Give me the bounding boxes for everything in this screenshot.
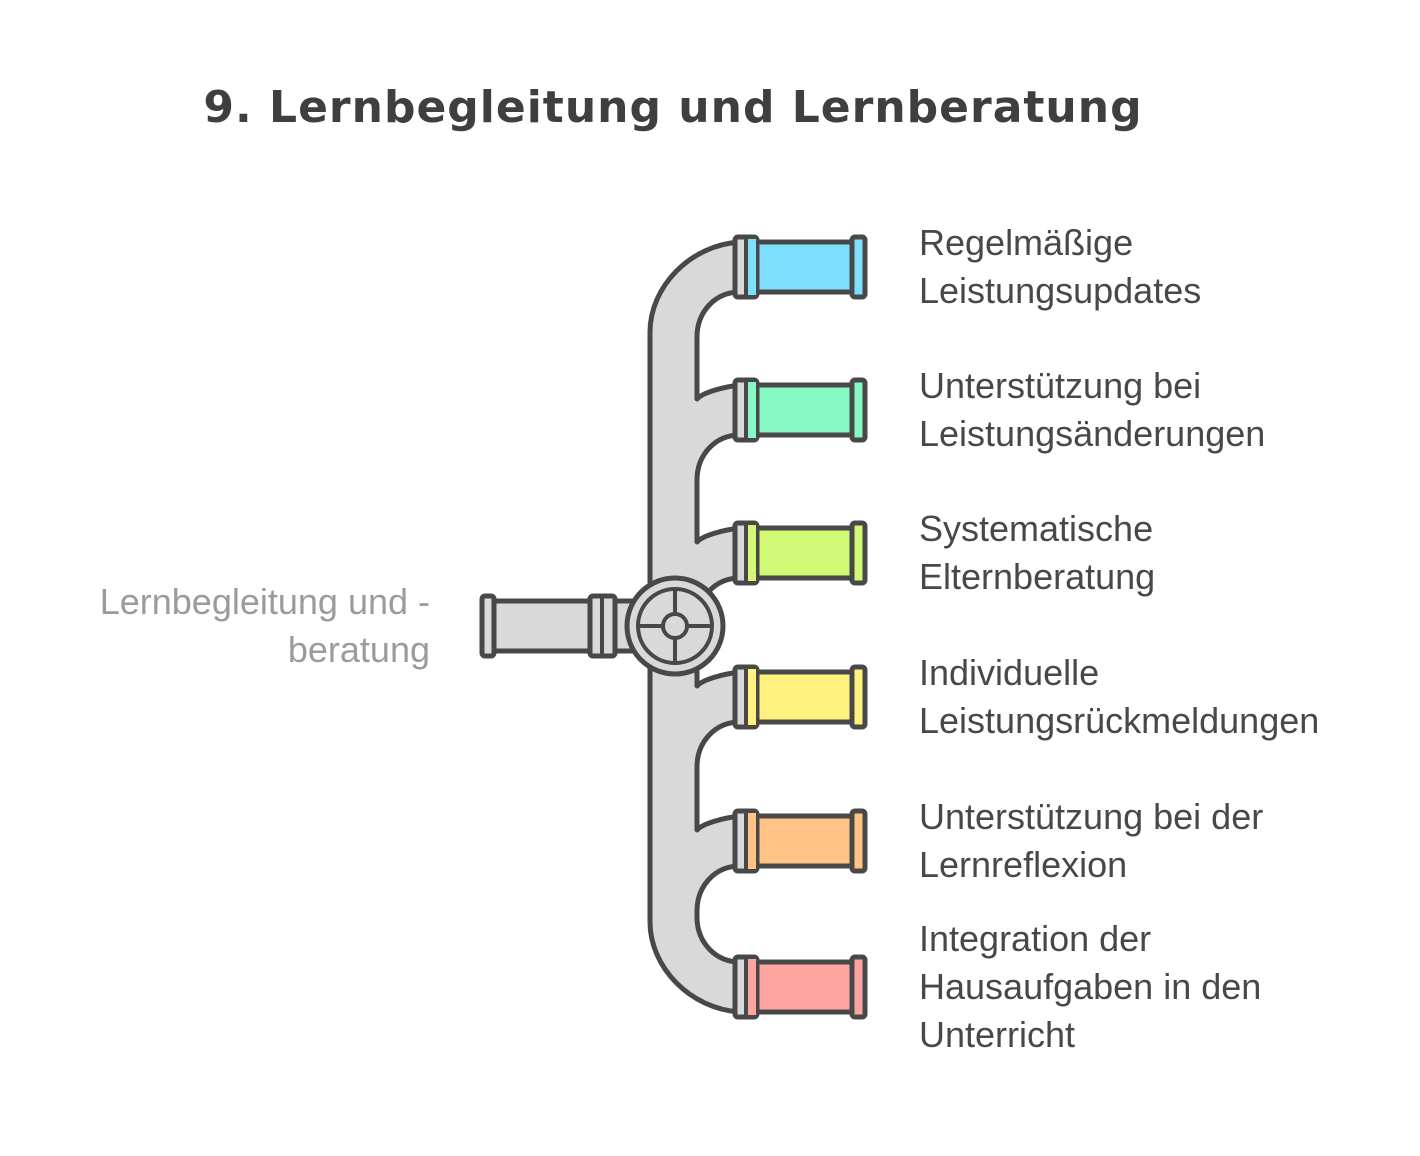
output-pipe-flange-color: [747, 382, 756, 438]
output-pipe-flange-color: [747, 669, 756, 725]
output-pipe: [752, 525, 858, 581]
output-label: Individuelle Leistungsrückmeldungen: [919, 652, 1320, 741]
source-pipe: [487, 598, 598, 654]
output-label: Integration der Hausaufgaben in den Unte…: [919, 918, 1262, 1055]
output-pipe: [752, 382, 858, 438]
output-pipe-flange-color: [747, 239, 756, 295]
output-label: Regelmäßige Leistungsupdates: [919, 222, 1202, 311]
output-pipe-end-flange: [849, 954, 868, 1020]
output-pipe: [752, 959, 858, 1015]
valve-hub: [661, 612, 689, 640]
output-label: Unterstützung bei der Lernreflexion: [919, 796, 1264, 885]
source-label: Lernbegleitung und - beratung: [99, 581, 430, 670]
output-pipe-end-flange: [849, 664, 868, 730]
source-pipe-end-flange: [479, 593, 497, 659]
output-pipe-end-flange: [849, 234, 868, 300]
output-pipe: [752, 813, 858, 869]
output-pipe-flange-color: [747, 525, 756, 581]
output-pipe-end-flange: [849, 377, 868, 443]
output-pipe-end-flange: [849, 808, 868, 874]
output-label: Unterstützung bei Leistungsänderungen: [919, 365, 1266, 454]
output-pipe: [752, 669, 858, 725]
output-pipe-flange-color: [747, 959, 756, 1015]
output-pipe-end-flange: [849, 520, 868, 586]
page-title: 9. Lernbegleitung und Lernberatung: [203, 82, 1143, 133]
output-pipe-flange-color: [747, 813, 756, 869]
output-pipe: [752, 239, 858, 295]
output-label: Systematische Elternberatung: [919, 508, 1156, 597]
